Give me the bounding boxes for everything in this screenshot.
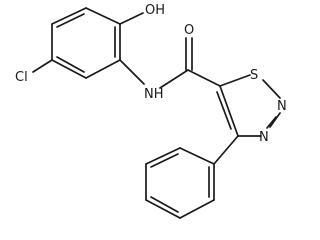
atom-label-chlorine: Cl <box>15 70 28 85</box>
atom-label-sulfur: S <box>250 68 258 83</box>
structure-diagram: OH Cl NH O S N N <box>15 3 287 219</box>
atom-label-carbonyl-o: O <box>184 23 194 38</box>
atom-label-nitrogen-2: N <box>259 130 269 145</box>
phenyl-ring <box>145 147 215 219</box>
thiadiazole-ring <box>216 74 281 137</box>
bond-c-oh <box>119 12 144 25</box>
bond-c-cl <box>32 59 53 73</box>
atom-label-hydroxyl: OH <box>145 3 165 18</box>
chlorophenol-ring <box>51 7 121 79</box>
bond-ring-phenyl <box>213 135 239 165</box>
atom-label-amide-nh: NH <box>144 87 164 102</box>
bond-nh-carbonyl <box>159 69 189 89</box>
atom-label-nitrogen-1: N <box>277 99 287 114</box>
bond-carbonyl-double <box>185 37 193 71</box>
bond-carbonyl-ring <box>187 69 221 87</box>
bond-c-nh <box>119 59 145 85</box>
